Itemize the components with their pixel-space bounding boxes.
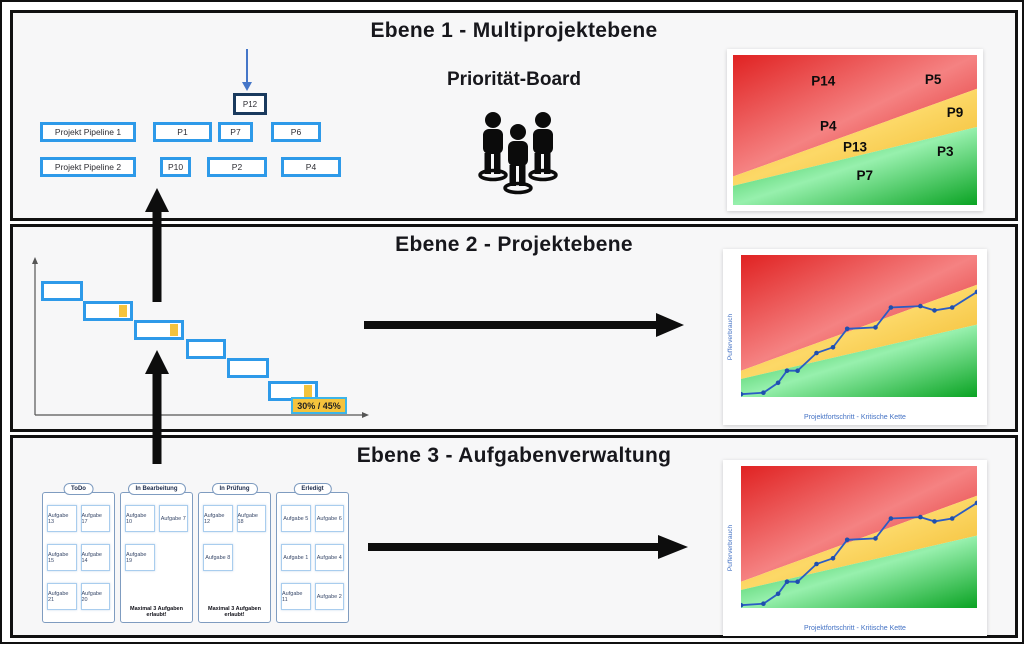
fever-ylabel: Pufferverbrauch (727, 313, 734, 361)
kanban-column-erledigt: Erledigt Aufgabe 5 Aufgabe 6 Aufgabe 1 A… (276, 483, 349, 623)
gantt-task-4 (186, 339, 226, 359)
kanban-column-title: In Bearbeitung (127, 483, 186, 495)
panel-level-2: Ebene 2 - Projektebene 30% / 45% Pufferv… (10, 224, 1018, 432)
svg-text:P7: P7 (857, 168, 874, 183)
buffer-bar (119, 305, 127, 317)
fever-chart-card-level2: Pufferverbrauch Projektfortschritt - Kri… (723, 249, 987, 425)
panel-level-3: Ebene 3 - Aufgabenverwaltung ToDo Aufgab… (10, 435, 1018, 638)
fever-chart-level2 (741, 255, 977, 397)
gantt-task-5 (227, 358, 269, 378)
project-box-p1: P1 (153, 122, 212, 142)
svg-text:P9: P9 (947, 105, 964, 120)
svg-text:P4: P4 (820, 119, 837, 134)
fever-chart-level3 (741, 466, 977, 608)
kanban-card: Aufgabe 19 (125, 544, 155, 571)
svg-text:P13: P13 (843, 140, 868, 155)
kanban-card: Aufgabe 2 (314, 583, 344, 610)
kanban-card: Aufgabe 4 (314, 544, 344, 571)
svg-text:P3: P3 (937, 144, 954, 159)
gantt-task-2 (83, 301, 133, 321)
project-box-p2: P2 (207, 157, 267, 177)
wip-limit-note: Maximal 3 Aufgaben erlaubt! (130, 606, 183, 618)
gantt-task-3 (134, 320, 184, 340)
fever-ylabel: Pufferverbrauch (727, 524, 734, 572)
pipeline-1-box: Projekt Pipeline 1 (40, 122, 136, 142)
kanban-column-todo: ToDo Aufgabe 13 Aufgabe 17 Aufgabe 15 Au… (42, 483, 115, 623)
kanban-column-title: In Prüfung (211, 483, 258, 495)
gantt-axis (32, 257, 369, 418)
kanban-column-title: Erledigt (293, 483, 332, 495)
project-box-p4: P4 (281, 157, 341, 177)
svg-text:P5: P5 (925, 72, 942, 87)
kanban-card: Aufgabe 6 (314, 505, 344, 532)
project-box-p12: P12 (233, 93, 267, 115)
kanban-card: Aufgabe 5 (281, 505, 311, 532)
kanban-card: Aufgabe 12 (203, 505, 233, 532)
project-box-p6: P6 (271, 122, 321, 142)
kanban-card: Aufgabe 13 (47, 505, 77, 532)
project-box-p10: P10 (160, 157, 191, 177)
kanban-card: Aufgabe 15 (47, 544, 77, 571)
level-1-title: Ebene 1 - Multiprojektebene (370, 19, 658, 42)
level-3-title: Ebene 3 - Aufgabenverwaltung (356, 444, 672, 467)
buffer-bar (304, 385, 312, 397)
kanban-card: Aufgabe 18 (236, 505, 266, 532)
kanban-column-in-pruefung: In Prüfung Aufgabe 12 Aufgabe 18 Aufgabe… (198, 483, 271, 623)
level-2-title: Ebene 2 - Projektebene (395, 233, 633, 256)
kanban-card: Aufgabe 10 (125, 505, 155, 532)
pipeline-2-box: Projekt Pipeline 2 (40, 157, 136, 177)
fever-xlabel: Projektfortschritt - Kritische Kette (804, 625, 906, 632)
fever-xlabel: Projektfortschritt - Kritische Kette (804, 414, 906, 421)
kanban-column-title: ToDo (63, 483, 94, 495)
svg-text:P14: P14 (811, 74, 836, 89)
project-box-p7: P7 (218, 122, 253, 142)
gantt-task-1 (41, 281, 83, 301)
kanban-card: Aufgabe 8 (203, 544, 233, 571)
kanban-card: Aufgabe 21 (47, 583, 77, 610)
kanban-card: Aufgabe 20 (80, 583, 110, 610)
kanban-card: Aufgabe 11 (281, 583, 311, 610)
kanban-card: Aufgabe 7 (158, 505, 188, 532)
team-icon (478, 112, 558, 195)
panel-level-1: Ebene 1 - Multiprojektebene Priorität-Bo… (10, 10, 1018, 221)
wip-limit-note: Maximal 3 Aufgaben erlaubt! (208, 606, 261, 618)
fever-chart-card-level3: Pufferverbrauch Projektfortschritt - Kri… (723, 460, 987, 636)
buffer-bar (170, 324, 178, 336)
kanban-card: Aufgabe 14 (80, 544, 110, 571)
priority-board-subtitle: Priorität-Board (446, 69, 582, 90)
kanban-column-in-bearbeitung: In Bearbeitung Aufgabe 10 Aufgabe 7 Aufg… (120, 483, 193, 623)
kanban-card: Aufgabe 17 (80, 505, 110, 532)
kanban-card: Aufgabe 1 (281, 544, 311, 571)
buffer-percentage-badge: 30% / 45% (291, 397, 347, 414)
